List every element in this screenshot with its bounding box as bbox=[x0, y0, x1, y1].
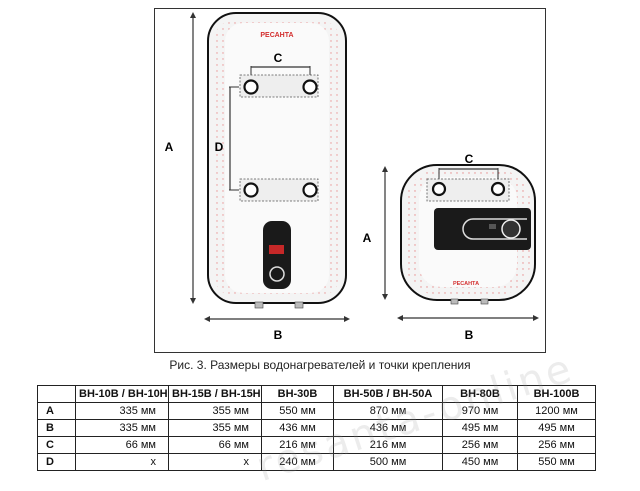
table-cell: 216 мм bbox=[333, 436, 443, 454]
row-label-a: A bbox=[37, 402, 76, 420]
control-panel-left bbox=[263, 221, 291, 289]
dim-b-right: B bbox=[397, 315, 539, 342]
brand-logo-right: РЕСАНТА bbox=[453, 281, 479, 287]
table-cell: 450 мм bbox=[442, 453, 518, 471]
figure-drawing: РЕСАНТА C D bbox=[154, 8, 546, 353]
table-cell: 550 мм bbox=[261, 402, 334, 420]
mount-hole-bottom-left bbox=[243, 182, 259, 198]
header-cell-vn50: ВН-50В / ВН-50А bbox=[333, 385, 443, 403]
mount-hole-square-left bbox=[431, 181, 447, 197]
table-cell: 256 мм bbox=[442, 436, 518, 454]
mount-hole-top-left bbox=[243, 79, 259, 95]
table-row: B 335 мм 355 мм 436 мм 436 мм 495 мм 495… bbox=[37, 419, 596, 437]
dim-label-c-left: C bbox=[274, 51, 283, 65]
square-heater: C РЕСАНТА bbox=[400, 152, 536, 305]
table-cell: 870 мм bbox=[333, 402, 443, 420]
mount-hole-bottom-right bbox=[302, 182, 318, 198]
dim-label-a-right: A bbox=[363, 231, 372, 245]
row-label-d: D bbox=[37, 453, 76, 471]
table-cell: 335 мм bbox=[75, 419, 169, 437]
dim-a-right: A bbox=[363, 166, 388, 300]
figure-caption: Рис. 3. Размеры водонагревателей и точки… bbox=[169, 358, 471, 372]
water-heaters-diagram: РЕСАНТА C D bbox=[165, 12, 539, 342]
table-cell: 216 мм bbox=[261, 436, 334, 454]
tall-heater: РЕСАНТА C D bbox=[207, 12, 347, 309]
header-cell-vn100: ВН-100В bbox=[517, 385, 596, 403]
table-cell: 1200 мм bbox=[517, 402, 596, 420]
table-cell: 66 мм bbox=[75, 436, 169, 454]
table-cell: 970 мм bbox=[442, 402, 518, 420]
table-row: A 335 мм 355 мм 550 мм 870 мм 970 мм 120… bbox=[37, 402, 596, 420]
dim-label-b-right: B bbox=[465, 328, 474, 342]
brand-logo-left: РЕСАНТА bbox=[260, 32, 293, 39]
header-cell-vn10: ВН-10В / ВН-10Н bbox=[75, 385, 169, 403]
table-cell: 436 мм bbox=[261, 419, 334, 437]
dim-label-c-right: C bbox=[465, 152, 474, 166]
table-row: C 66 мм 66 мм 216 мм 216 мм 256 мм 256 м… bbox=[37, 436, 596, 454]
table-cell: 240 мм bbox=[261, 453, 334, 471]
dim-b-left: B bbox=[204, 316, 350, 342]
table-row: D x x 240 мм 500 мм 450 мм 550 мм bbox=[37, 453, 596, 471]
dimensions-table: ВН-10В / ВН-10Н ВН-15В / ВН-15Н ВН-30В В… bbox=[37, 385, 596, 471]
table-cell: 355 мм bbox=[168, 419, 262, 437]
table-cell: 495 мм bbox=[442, 419, 518, 437]
table-cell: 550 мм bbox=[517, 453, 596, 471]
table-header-row: ВН-10В / ВН-10Н ВН-15В / ВН-15Н ВН-30В В… bbox=[37, 385, 596, 403]
table-cell: 355 мм bbox=[168, 402, 262, 420]
table-cell: x bbox=[75, 453, 169, 471]
table-cell: x bbox=[168, 453, 262, 471]
header-cell-vn80: ВН-80В bbox=[442, 385, 518, 403]
control-knob-left bbox=[269, 266, 285, 282]
table-cell: 495 мм bbox=[517, 419, 596, 437]
control-knob-right bbox=[501, 219, 521, 239]
table-cell: 66 мм bbox=[168, 436, 262, 454]
header-cell-vn15: ВН-15В / ВН-15Н bbox=[168, 385, 262, 403]
dim-label-b-left: B bbox=[274, 328, 283, 342]
table-cell: 256 мм bbox=[517, 436, 596, 454]
table-cell: 335 мм bbox=[75, 402, 169, 420]
header-cell-empty bbox=[37, 385, 76, 403]
row-label-b: B bbox=[37, 419, 76, 437]
mount-hole-square-right bbox=[490, 181, 506, 197]
header-cell-vn30: ВН-30В bbox=[261, 385, 334, 403]
row-label-c: C bbox=[37, 436, 76, 454]
dim-a-left: A bbox=[165, 12, 196, 304]
dim-label-d: D bbox=[215, 140, 224, 154]
display-left bbox=[269, 245, 284, 254]
table-cell: 436 мм bbox=[333, 419, 443, 437]
dim-label-a-left: A bbox=[165, 140, 174, 154]
mount-hole-top-right bbox=[302, 79, 318, 95]
table-cell: 500 мм bbox=[333, 453, 443, 471]
